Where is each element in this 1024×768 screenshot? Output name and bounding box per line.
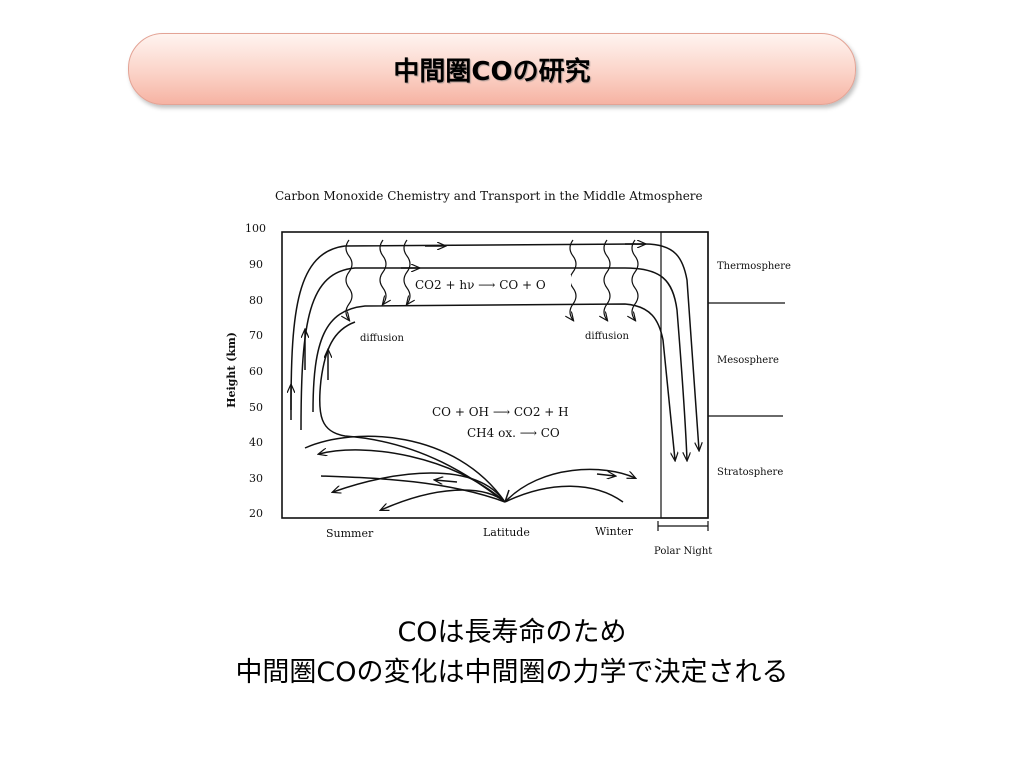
x-label-summer: Summer <box>326 527 374 540</box>
ytick-100: 100 <box>245 222 266 235</box>
circulation-diagram: Carbon Monoxide Chemistry and Transport … <box>205 180 805 565</box>
y-axis-label: Height (km) <box>225 332 238 408</box>
diffusion-label-left: diffusion <box>360 333 404 344</box>
layer-mesosphere: Mesosphere <box>717 355 779 366</box>
ytick-40: 40 <box>249 436 263 449</box>
figure-title: Carbon Monoxide Chemistry and Transport … <box>275 189 703 203</box>
caption-line-1: COは長寿命のため <box>397 617 627 648</box>
streamline-third <box>312 303 675 460</box>
x-label-latitude: Latitude <box>483 526 530 539</box>
title-banner: 中間圏COの研究 <box>128 33 856 105</box>
y-tick-labels: 100 90 80 70 60 50 40 30 20 <box>245 222 266 520</box>
caption-line-2: 中間圏COの変化は中間圏の力学で決定される <box>235 657 789 688</box>
layer-stratosphere: Stratosphere <box>717 467 783 478</box>
ytick-90: 90 <box>249 258 263 271</box>
reaction-photolysis: CO2 + hν ⟶ CO + O <box>415 278 546 292</box>
circulation-streamlines <box>291 244 699 510</box>
polar-night-strip <box>660 231 709 519</box>
polar-night-label: Polar Night <box>654 546 712 557</box>
ytick-50: 50 <box>249 401 263 414</box>
ytick-30: 30 <box>249 472 263 485</box>
plot-frame <box>281 231 709 519</box>
x-label-winter: Winter <box>595 525 634 538</box>
layer-thermosphere: Thermosphere <box>717 261 791 272</box>
ytick-70: 70 <box>249 329 263 342</box>
ytick-20: 20 <box>249 507 263 520</box>
streamline-second <box>300 267 687 460</box>
reaction-oh: CO + OH ⟶ CO2 + H <box>432 405 569 419</box>
diagram-svg: Carbon Monoxide Chemistry and Transport … <box>225 189 791 557</box>
ytick-60: 60 <box>249 365 263 378</box>
reaction-ch4: CH4 ox. ⟶ CO <box>467 426 560 440</box>
slide-title: 中間圏COの研究 <box>393 56 591 87</box>
ytick-80: 80 <box>249 294 263 307</box>
diffusion-label-right: diffusion <box>585 331 629 342</box>
streamline-outer <box>290 243 699 450</box>
